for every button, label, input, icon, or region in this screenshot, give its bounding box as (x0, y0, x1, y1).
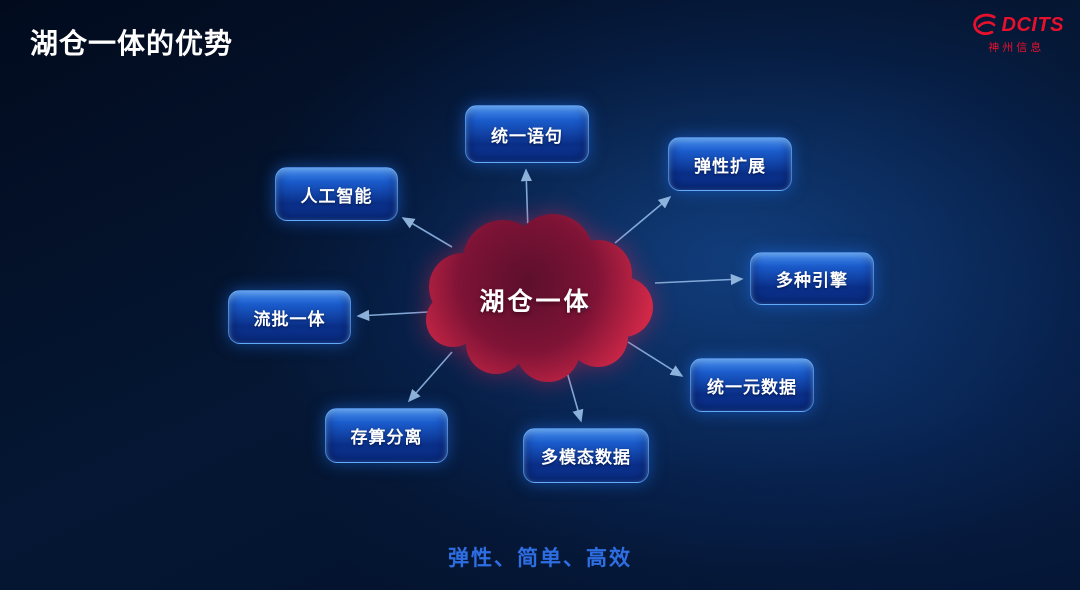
footer-tagline: 弹性、简单、高效 (448, 547, 632, 570)
node-unified-metadata: 统一元数据 (690, 358, 814, 412)
node-multiple-engines: 多种引擎 (750, 252, 874, 305)
node-artificial-intelligence: 人工智能 (275, 167, 398, 221)
center-cloud: 湖仓一体 (408, 212, 663, 387)
node-elastic-expansion: 弹性扩展 (668, 137, 792, 191)
logo-swoosh-icon (972, 13, 996, 36)
connector-engines (654, 273, 744, 286)
cloud-label: 湖仓一体 (479, 287, 592, 316)
page-title: 湖仓一体的优势 (30, 28, 234, 59)
node-multimodal-data: 多模态数据 (523, 428, 649, 483)
cloud-shape (426, 214, 653, 382)
logo-row: DCITS (969, 12, 1065, 38)
logo-subtitle-text: 神州信息 (988, 42, 1045, 54)
node-stream-batch-unified: 流批一体 (228, 290, 351, 344)
company-logo: DCITS 神州信息 (969, 12, 1065, 55)
node-storage-compute-separation: 存算分离 (325, 408, 448, 463)
node-unified-sql: 统一语句 (465, 105, 589, 163)
logo-brand-text: DCITS (1001, 13, 1064, 36)
